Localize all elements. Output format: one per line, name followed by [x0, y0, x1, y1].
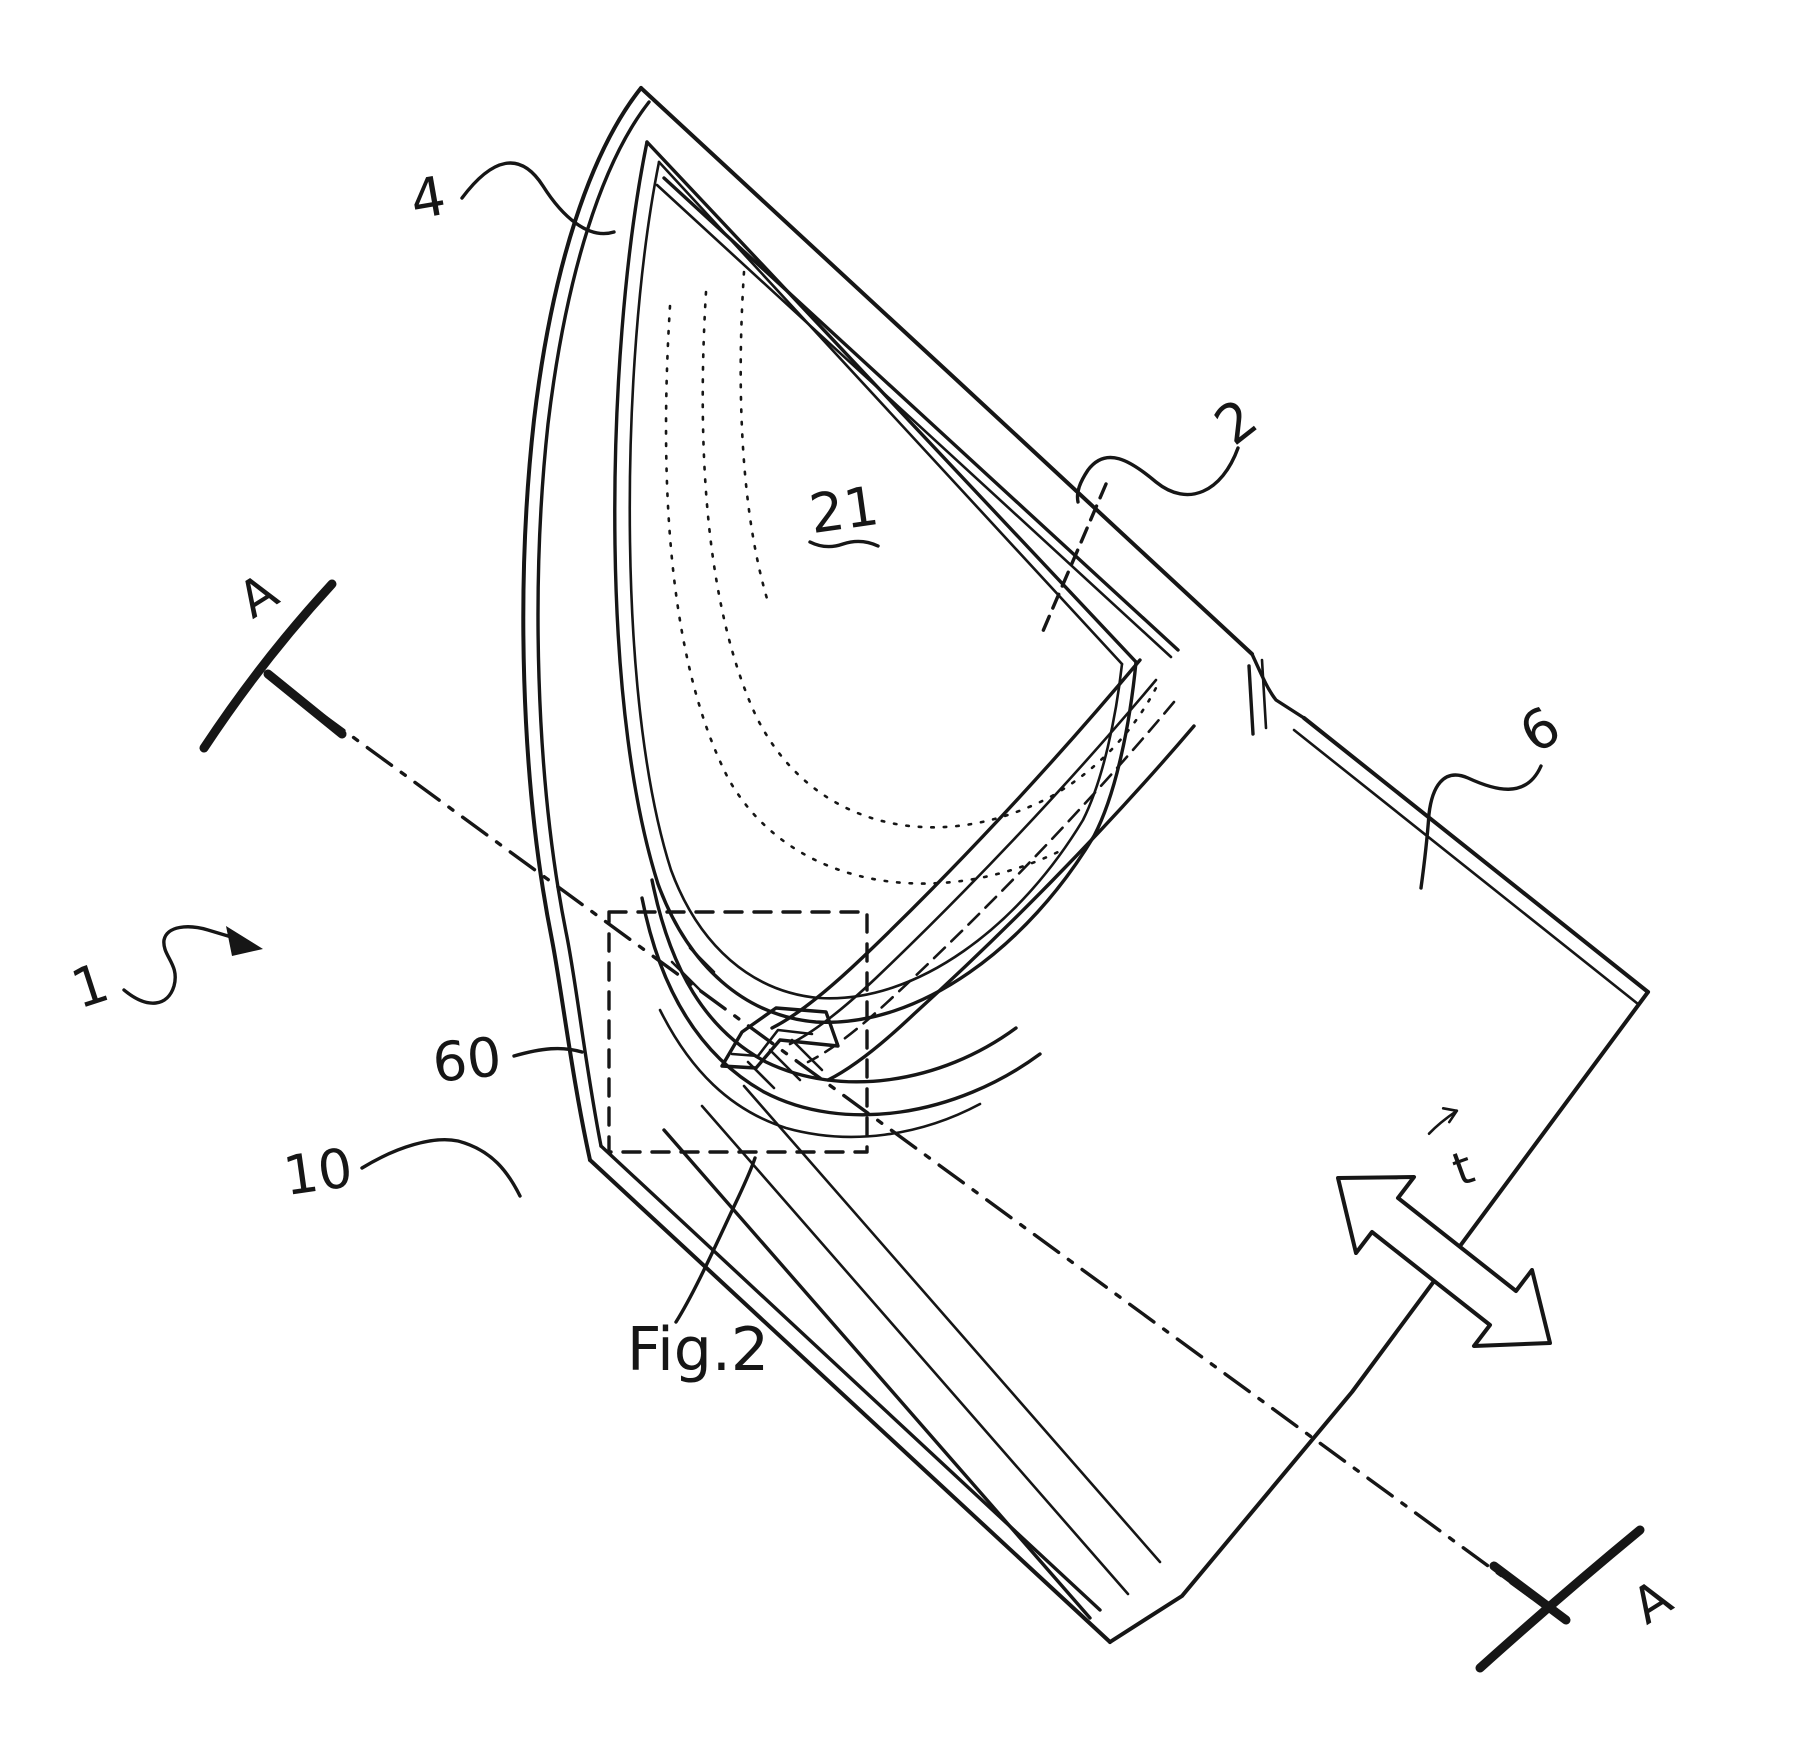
leader-1-arrowhead [226, 926, 263, 956]
glass-reflection-arcs [664, 270, 1160, 885]
seal-band-4 [826, 724, 1196, 1082]
ref-label-60: 60 [430, 1025, 505, 1095]
window-opening [613, 140, 1180, 1024]
panel-top-edge-2 [1292, 728, 1640, 1006]
vector-arrow-icon [1427, 1107, 1459, 1135]
leader-6 [1419, 764, 1543, 890]
hook-profile-2 [730, 1028, 814, 1058]
frame-outline [521, 86, 1306, 1644]
section-end-tick-bottom [1475, 1525, 1645, 1673]
vector-t-text: t [1445, 1140, 1480, 1197]
retainer-hook [670, 946, 840, 1090]
leader-lines [122, 161, 1543, 1324]
leader-4 [460, 161, 616, 236]
seal-band-1 [770, 658, 1142, 1030]
hook-profile [720, 1006, 840, 1070]
channel-curve-3 [658, 1008, 982, 1139]
leader-1 [122, 925, 240, 1005]
channel-curve-2 [640, 896, 1042, 1117]
leader-60 [512, 1046, 584, 1058]
section-letter-bottom: A [1622, 1568, 1682, 1635]
flange-line-1 [662, 1128, 1092, 1620]
seal-jog-1 [1247, 664, 1255, 736]
translation-arrow-group: t [1336, 1107, 1552, 1348]
frame-hatch-2 [688, 946, 716, 974]
translation-arrow [1336, 1175, 1552, 1348]
hook-hatch-3 [746, 1060, 776, 1090]
flange-line-2 [700, 1104, 1130, 1596]
panel-top-edge [1302, 716, 1650, 994]
panel-hidden-fold [1038, 482, 1108, 640]
ref-label-1: 1 [64, 951, 116, 1022]
section-lead-bottom [1489, 1561, 1571, 1625]
lower-channel [640, 878, 1162, 1620]
reference-numerals: 4 2 21 1 60 10 6 Fig.2 [64, 164, 1571, 1385]
seal-channel [770, 658, 1268, 1082]
flange-line-3 [742, 1084, 1162, 1564]
section-trace [270, 676, 1534, 1600]
reflection-arc-3 [739, 270, 770, 604]
figure-caption: Fig.2 [627, 1315, 769, 1385]
hook-hatch-2 [790, 1038, 824, 1072]
frame-bottom-edge-outer [588, 1158, 1112, 1644]
rear-panel [1038, 482, 1650, 1644]
reflection-arc-2 [664, 304, 1060, 885]
opening-left-bottom-edge [613, 140, 1138, 1024]
ref-21-underline [808, 539, 880, 549]
ref-label-10: 10 [280, 1136, 357, 1208]
vector-t-label: t [1427, 1107, 1481, 1197]
opening-left-bottom-edge-2 [628, 160, 1124, 1000]
section-letter-top: A [228, 562, 288, 629]
seal-jog-2 [1260, 658, 1268, 730]
section-end-tick-top [199, 579, 337, 753]
hook-hatch-1 [768, 1048, 802, 1082]
glass-right-edge-2 [655, 183, 1173, 659]
leader-10 [360, 1138, 522, 1198]
frame-panel-step [1250, 652, 1306, 720]
channel-curve-1 [650, 878, 1018, 1084]
section-lead-top [263, 669, 347, 739]
ref-label-2: 2 [1203, 387, 1269, 458]
leader-fig2 [674, 1156, 757, 1324]
seal-band-2 [788, 678, 1158, 1046]
frame-hatch-1 [670, 960, 702, 992]
frame-top-right-edge [639, 86, 1254, 656]
ref-label-4: 4 [406, 164, 451, 232]
leader-2 [1075, 446, 1240, 504]
seal-band-3 [806, 700, 1176, 1064]
section-line-a-a: A A [199, 562, 1682, 1673]
panel-right-edge [1108, 990, 1650, 1644]
reflection-arc-1 [701, 290, 1160, 829]
detail-box [607, 910, 869, 1154]
ref-label-21: 21 [806, 474, 883, 546]
ref-label-6: 6 [1509, 694, 1572, 766]
glass-right-edge [662, 176, 1180, 652]
